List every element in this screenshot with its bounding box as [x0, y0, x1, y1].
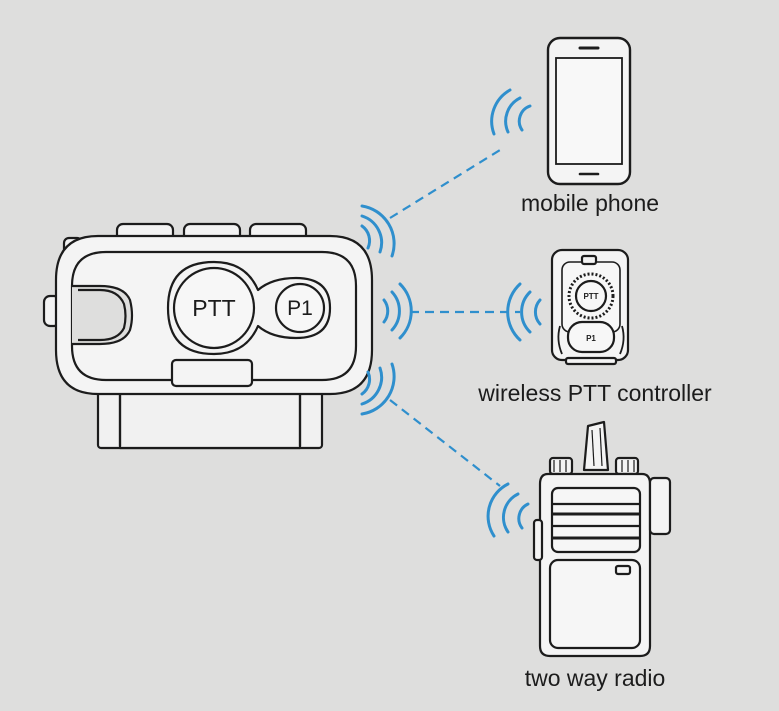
- controller-ptt-label: PTT: [583, 292, 598, 301]
- wireless-signal-icon: [360, 204, 413, 416]
- device-label-ptt-controller: wireless PTT controller: [477, 380, 712, 406]
- mobile-phone-icon: [546, 36, 632, 186]
- two-way-radio-icon: [532, 420, 672, 658]
- hub-p1-label: P1: [287, 297, 313, 320]
- ptt-controller-icon: [550, 248, 630, 366]
- bluetooth-earpiece-icon: [42, 222, 374, 450]
- controller-p1-label: P1: [586, 334, 596, 343]
- hub-ptt-label: PTT: [192, 295, 235, 321]
- device-label-two-way-radio: two way radio: [525, 665, 666, 691]
- wireless-signal-icon: [486, 88, 542, 538]
- connection-links: [389, 149, 520, 487]
- device-label-mobile-phone: mobile phone: [521, 190, 659, 216]
